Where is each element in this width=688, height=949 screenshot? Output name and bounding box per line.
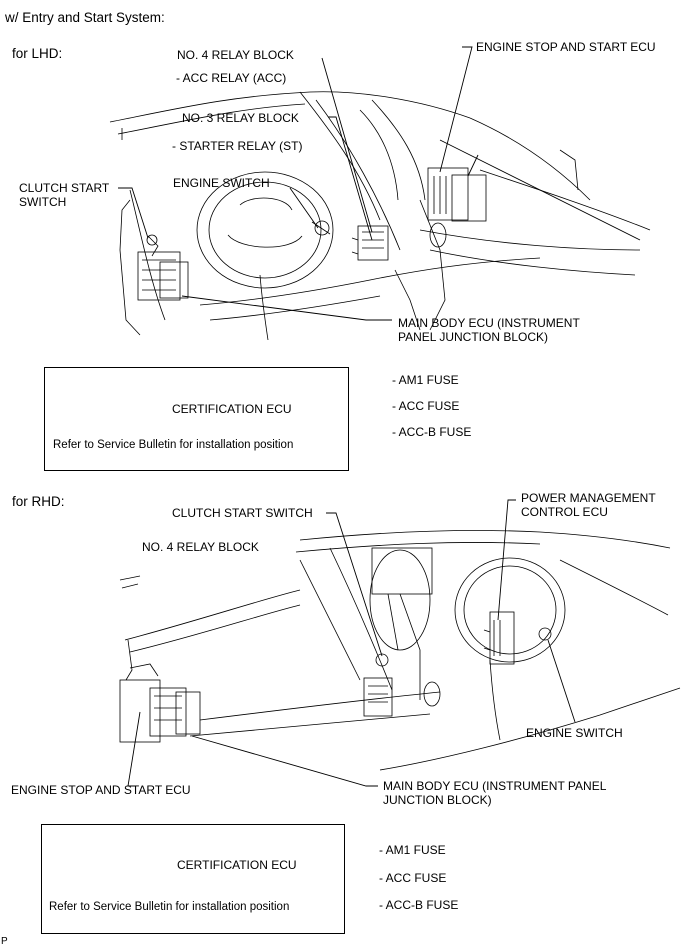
rhd-section-label: for RHD: (12, 494, 65, 509)
rhd-relay4-label: NO. 4 RELAY BLOCK (142, 540, 259, 554)
lhd-fuse-item: - ACC-B FUSE (392, 425, 472, 439)
lhd-fuse-item: - ACC FUSE (392, 399, 460, 413)
page-heading: w/ Entry and Start System: (5, 10, 165, 25)
lhd-clutch-start-switch-label: CLUTCH START SWITCH (19, 181, 110, 209)
lhd-main-body-ecu-label: MAIN BODY ECU (INSTRUMENT PANEL JUNCTION… (398, 316, 580, 344)
rhd-main-body-ecu-label: MAIN BODY ECU (INSTRUMENT PANEL JUNCTION… (383, 779, 607, 807)
lhd-acc-relay-label: - ACC RELAY (ACC) (176, 71, 287, 85)
rhd-dashboard-drawing (119, 530, 681, 771)
lhd-starter-relay-label: - STARTER RELAY (ST) (172, 139, 303, 153)
rhd-certification-box (41, 824, 345, 934)
rhd-fuse-item: - ACC FUSE (379, 871, 447, 885)
rhd-fuse-item: - AM1 FUSE (379, 843, 446, 857)
lhd-fuse-item: - AM1 FUSE (392, 373, 459, 387)
rhd-cert-ecu-label: CERTIFICATION ECU (177, 858, 297, 872)
lhd-engine-switch-label: ENGINE SWITCH (173, 176, 270, 190)
footer-mark: P (1, 936, 8, 947)
lhd-leader-lines (118, 46, 479, 321)
rhd-clutch-start-switch-label: CLUTCH START SWITCH (172, 506, 313, 520)
lhd-relay3-label: NO. 3 RELAY BLOCK (182, 111, 299, 125)
rhd-leader-lines (127, 499, 576, 787)
lhd-certification-box (44, 367, 349, 471)
rhd-cert-note: Refer to Service Bulletin for installati… (49, 901, 290, 913)
lhd-dashboard-drawing (109, 91, 651, 341)
lhd-relay4-label: NO. 4 RELAY BLOCK (177, 48, 294, 62)
lhd-engine-stop-start-ecu-label: ENGINE STOP AND START ECU (476, 40, 656, 54)
lhd-cert-note: Refer to Service Bulletin for installati… (53, 439, 294, 451)
rhd-power-mgmt-ecu-label: POWER MANAGEMENT CONTROL ECU (521, 491, 656, 519)
rhd-engine-stop-start-ecu-label: ENGINE STOP AND START ECU (11, 783, 191, 797)
lhd-section-label: for LHD: (12, 46, 63, 61)
rhd-engine-switch-label: ENGINE SWITCH (526, 726, 623, 740)
rhd-fuse-item: - ACC-B FUSE (379, 898, 459, 912)
lhd-cert-ecu-label: CERTIFICATION ECU (172, 402, 292, 416)
